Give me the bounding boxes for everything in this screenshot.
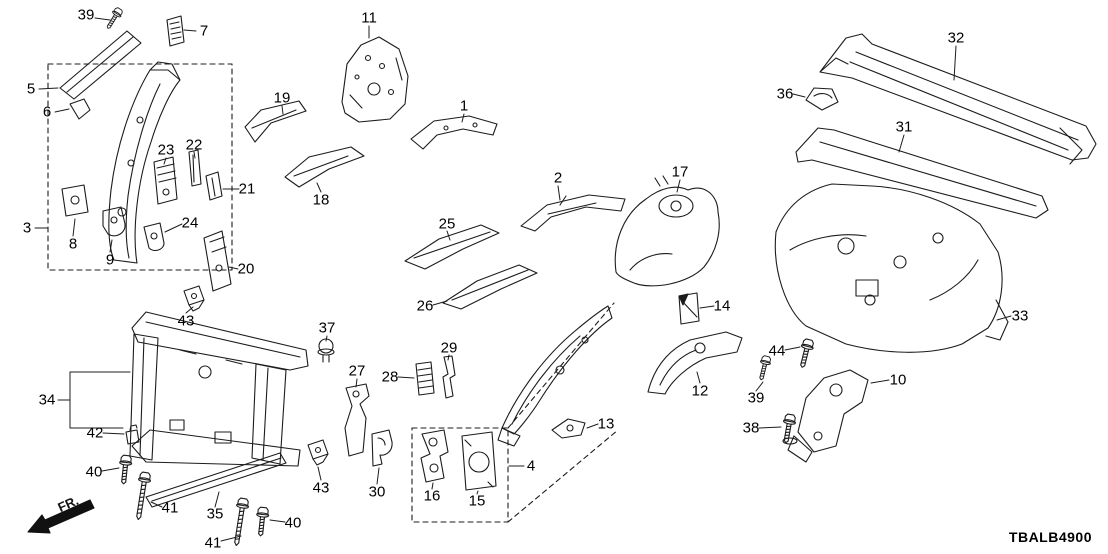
part-7-drawing [166,15,185,47]
part-33-drawing [774,183,1009,353]
part-20-drawing [203,230,232,292]
part-5-6-drawing [59,30,142,120]
part-13-drawing [551,418,586,439]
part-4-pillar-drawing [497,305,613,447]
part-28-drawing [415,361,435,396]
part-10-drawing [787,369,869,463]
part-42-drawing [125,424,140,445]
bolt-41-bottom-icon [229,497,251,547]
bolt-38-icon [779,412,798,445]
part-25-drawing [404,224,500,270]
part-22-drawing [188,149,202,187]
part-34-drawing [129,311,309,467]
bolt-37-icon [317,338,335,363]
group-box-part-3 [47,63,233,271]
leader-lines [34,17,1012,542]
part-11-drawing [341,36,409,123]
bolt-44-icon [795,337,816,370]
part-36-drawing [805,87,839,111]
part-2-drawing [520,194,626,232]
part-35-drawing [145,452,287,508]
group-box-part-4 [411,302,619,523]
part-29-drawing [442,355,456,399]
bolt-39-right-icon [755,354,773,382]
bolt-39-top-icon [103,5,125,32]
part-18-drawing [284,146,365,188]
part-26-drawing [442,264,538,310]
part-12-drawing [647,331,743,395]
part-16-drawing [420,429,449,483]
part-14-drawing [678,292,700,325]
part-19-drawing [244,100,307,143]
part-31-drawing [795,127,1049,219]
part-21-drawing [205,171,223,201]
part-32-drawing [819,33,1097,165]
part-1-drawing [410,115,498,150]
fr-direction-arrow-icon: FR. [27,493,95,534]
bolt-40-bottom-icon [253,506,270,538]
part-15-drawing [461,431,497,491]
part-3-pillar-drawing [108,61,181,264]
bracket-lines-34 [57,371,131,429]
part-9-drawing [102,206,126,237]
part-43-upper-drawing [183,285,205,312]
part-17-drawing [614,175,720,287]
diagram-code: TBALB4900 [1008,529,1092,545]
part-30-drawing [371,429,393,467]
part-27-drawing [344,383,370,457]
part-8-drawing [61,184,89,217]
part-43-lower-drawing [307,439,329,466]
part-24-drawing [143,222,165,252]
part-23-drawing [153,156,178,205]
bolt-40-left-icon [116,454,133,486]
